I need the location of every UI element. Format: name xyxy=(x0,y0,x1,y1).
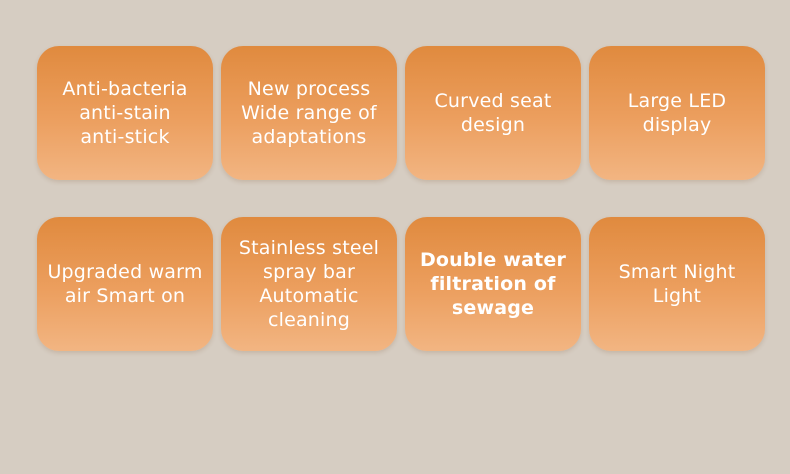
feature-tile-curved-seat: Curved seat design xyxy=(405,46,581,180)
feature-tile-spray-bar: Stainless steel spray bar Automatic clea… xyxy=(221,217,397,351)
feature-tile-label: Large LED display xyxy=(627,90,727,136)
feature-tile-water-filtration: Double water filtration of sewage xyxy=(405,217,581,351)
feature-tile-label: Anti-bacteria anti-stain anti-stick xyxy=(62,78,188,148)
feature-tile-label: Double water filtration of sewage xyxy=(419,249,567,319)
feature-tile-new-process: New process Wide range of adaptations xyxy=(221,46,397,180)
feature-tile-warm-air: Upgraded warm air Smart on xyxy=(37,217,213,351)
feature-tile-led-display: Large LED display xyxy=(589,46,765,180)
feature-tile-label: Upgraded warm air Smart on xyxy=(47,261,203,307)
feature-tile-label: Stainless steel spray bar Automatic clea… xyxy=(238,237,380,331)
feature-tile-label: Smart Night Light xyxy=(618,261,736,307)
feature-tile-night-light: Smart Night Light xyxy=(589,217,765,351)
feature-tile-label: Curved seat design xyxy=(434,90,552,136)
feature-tile-label: New process Wide range of adaptations xyxy=(241,78,377,148)
feature-tile-anti-bacteria: Anti-bacteria anti-stain anti-stick xyxy=(37,46,213,180)
